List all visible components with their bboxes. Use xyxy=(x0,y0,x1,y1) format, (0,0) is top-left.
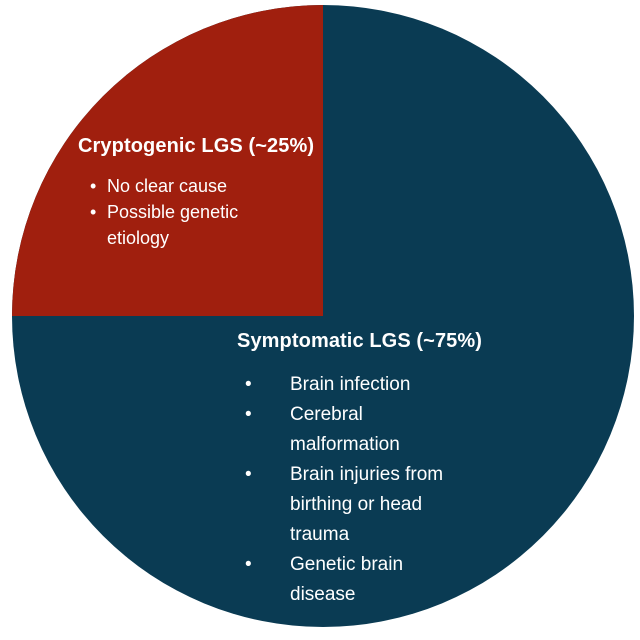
pie-chart xyxy=(12,5,634,627)
bullet-icon: • xyxy=(245,464,252,485)
bullet-icon: • xyxy=(245,404,252,425)
symptomatic-slice-heading: Symptomatic LGS (~75%) xyxy=(237,330,483,352)
list-item: • Possible genetic etiology xyxy=(90,199,238,251)
bullet-icon: • xyxy=(245,554,252,575)
cryptogenic-slice-heading: Cryptogenic LGS (~25%) xyxy=(78,135,315,157)
list-item: • No clear cause xyxy=(90,173,238,199)
bullet-text: Brain injuries from birthing or head tra… xyxy=(290,464,444,545)
bullet-text: Cerebral malformation xyxy=(290,404,400,455)
bullet-text: Brain infection xyxy=(290,374,411,395)
bullet-icon: • xyxy=(90,202,97,222)
list-item: • Genetic brain disease xyxy=(245,550,443,610)
pie-slice-cryptogenic xyxy=(12,5,323,316)
bullet-icon: • xyxy=(90,176,97,196)
list-item: • Brain infection xyxy=(245,370,443,400)
list-item: • Brain injuries from birthing or head t… xyxy=(245,460,443,550)
list-item: • Cerebral malformation xyxy=(245,400,443,460)
cryptogenic-bullet-list: • No clear cause • Possible genetic etio… xyxy=(90,173,238,251)
bullet-icon: • xyxy=(245,374,252,395)
bullet-text: No clear cause xyxy=(107,176,228,196)
symptomatic-bullet-list: • Brain infection • Cerebral malformatio… xyxy=(245,370,443,610)
bullet-text: Genetic brain disease xyxy=(290,554,404,605)
bullet-text: Possible genetic etiology xyxy=(107,202,239,248)
